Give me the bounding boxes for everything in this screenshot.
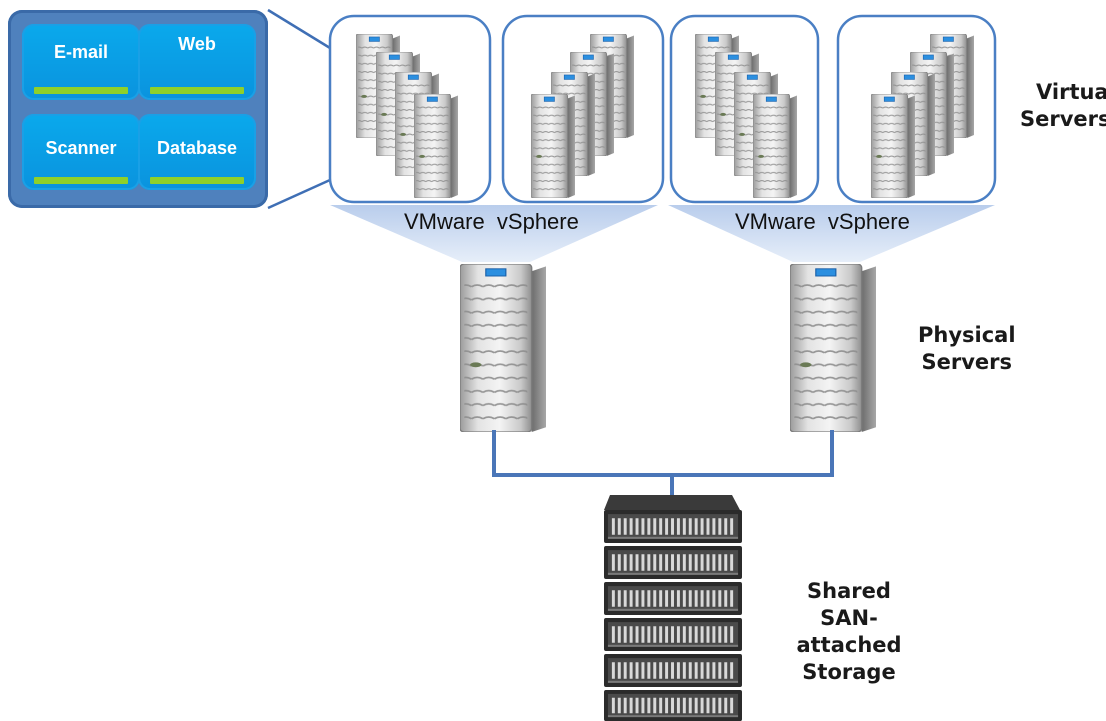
- tier-label-virtual: Virtual Servers: [1020, 79, 1106, 133]
- tier-label-storage: Shared SAN-attached Storage: [772, 578, 926, 686]
- hypervisor-funnel-left: [330, 205, 658, 262]
- physical-server-right: [790, 264, 876, 432]
- hypervisor-label-right: VMware vSphere: [735, 209, 910, 234]
- app-label-scanner: Scanner: [45, 138, 117, 158]
- vm-box-2: [501, 14, 665, 204]
- app-label-web: Web: [178, 34, 216, 54]
- hypervisor-label-left: VMware vSphere: [404, 209, 579, 234]
- tier-label-line: Storage: [802, 660, 896, 684]
- tier-label-line: Virtual: [1036, 80, 1106, 104]
- vm-box-4: [836, 14, 997, 204]
- vm-box-3: [669, 14, 820, 204]
- app-bar: [150, 87, 244, 94]
- zoom-connector: [267, 8, 331, 210]
- app-tile-database: Database: [138, 114, 256, 190]
- physical-server-left: [460, 264, 546, 432]
- app-tile-scanner: Scanner: [22, 114, 140, 190]
- hypervisor-funnel-right: [668, 205, 995, 262]
- tier-label-line: Physical: [918, 323, 1016, 347]
- tier-label-physical: Physical Servers: [918, 322, 1016, 376]
- app-bar: [34, 177, 128, 184]
- san-connector: [492, 430, 834, 495]
- app-tile-web: Web: [138, 24, 256, 100]
- tier-label-line: Servers: [1020, 107, 1106, 131]
- tier-label-line: Shared: [807, 579, 891, 603]
- app-tile-email: E-mail: [22, 24, 140, 100]
- app-label-database: Database: [156, 138, 238, 158]
- vm-box-1: [328, 14, 492, 204]
- app-bar: [150, 177, 244, 184]
- storage-array-icon: [604, 495, 742, 721]
- app-panel: E-mail Web Scanner Database: [8, 10, 268, 208]
- app-label-email: E-mail: [53, 42, 109, 62]
- app-bar: [34, 87, 128, 94]
- tier-label-line: SAN-attached: [796, 606, 902, 657]
- tier-label-line: Servers: [921, 350, 1013, 374]
